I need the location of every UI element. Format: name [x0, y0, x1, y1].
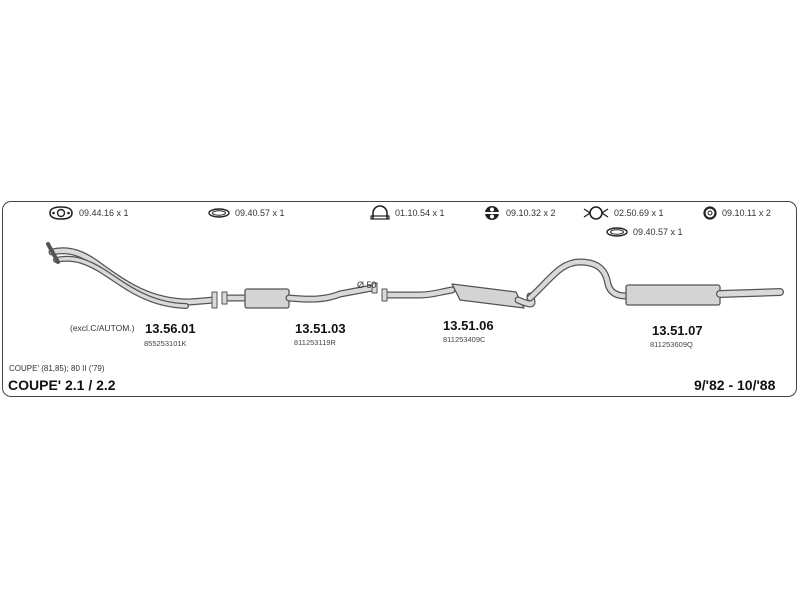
accessory-u-clamp: 01.10.54 x 1 — [370, 205, 445, 221]
accessory-code: 09.10.32 x 2 — [506, 208, 556, 218]
accessory-code: 02.50.69 x 1 — [614, 208, 664, 218]
front-pipe — [46, 242, 218, 309]
accessory-rubber-hanger: 09.10.32 x 2 — [483, 205, 556, 221]
accessory-flange-gasket: 09.44.16 x 1 — [48, 206, 129, 220]
diagram-frame — [2, 201, 797, 397]
oem-number-front-pipe: 855253101K — [144, 339, 187, 348]
rubber-hanger-icon — [485, 206, 499, 220]
rear-silencer — [526, 258, 784, 306]
accessory-code: 09.10.11 x 2 — [722, 208, 771, 218]
part-note: (excl.C/AUTOM.) — [70, 323, 135, 333]
oem-number-centre-silencer: 811253119R — [294, 338, 336, 347]
production-years: 9/'82 - 10/'88 — [694, 377, 776, 393]
oem-number-intermediate-silencer: 811253409C — [443, 335, 486, 344]
pipe-diameter-label: Ø 50 — [357, 280, 377, 290]
accessory-code: 09.40.57 x 1 — [633, 227, 683, 237]
oem-number-rear-silencer: 811253609Q — [650, 340, 693, 349]
part-number-rear-silencer: 13.51.07 — [652, 323, 703, 338]
intermediate-silencer — [381, 283, 536, 309]
pipe-clamp-icon — [583, 206, 609, 220]
centre-silencer — [221, 282, 378, 309]
rubber-ring-icon — [703, 206, 717, 220]
accessory-code: 09.40.57 x 1 — [235, 208, 285, 218]
flange-gasket-icon — [49, 206, 73, 220]
accessory-oval-gasket: 09.40.57 x 1 — [208, 208, 285, 218]
oval-gasket-icon — [208, 208, 230, 218]
accessory-oval-gasket-2: 09.40.57 x 1 — [606, 227, 683, 237]
accessory-code: 01.10.54 x 1 — [395, 208, 445, 218]
model-title: COUPE' 2.1 / 2.2 — [8, 377, 116, 393]
accessory-code: 09.44.16 x 1 — [79, 208, 129, 218]
accessory-rubber-ring: 09.10.11 x 2 — [703, 206, 771, 220]
submodel-label: COUPE' (81,85); 80 II ('79) — [9, 364, 105, 373]
part-number-front-pipe: 13.56.01 — [145, 321, 196, 336]
part-number-centre-silencer: 13.51.03 — [295, 321, 346, 336]
u-clamp-icon — [370, 205, 390, 220]
oval-gasket-icon — [606, 227, 628, 237]
part-number-intermediate-silencer: 13.51.06 — [443, 318, 494, 333]
accessory-pipe-clamp: 02.50.69 x 1 — [583, 205, 664, 221]
